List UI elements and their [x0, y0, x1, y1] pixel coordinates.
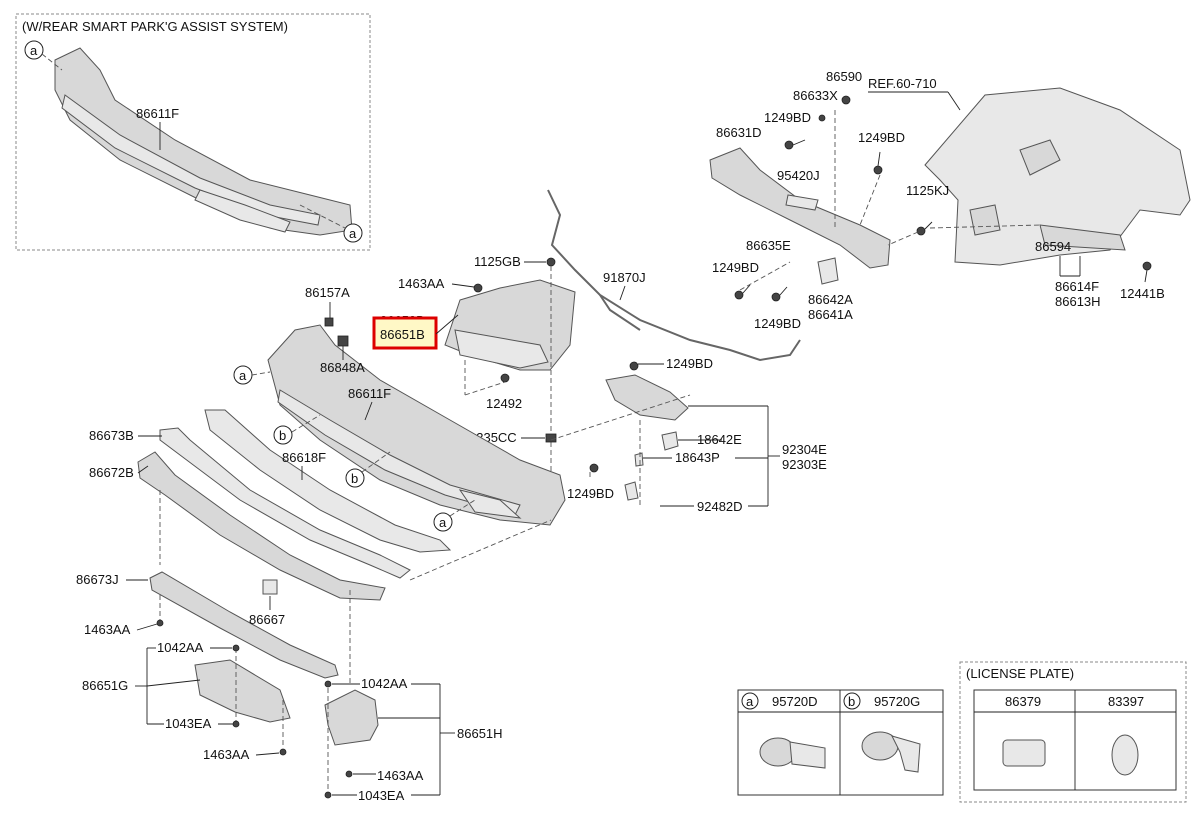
undercover-86651G-drawing — [194, 659, 291, 723]
part-86642A: 86642A — [808, 292, 853, 307]
part-1125GB: 1125GB — [474, 254, 521, 269]
sensor-col-b-part: 95720G — [874, 694, 920, 709]
part-86613H: 86613H — [1055, 294, 1101, 309]
part-86651G: 86651G — [82, 678, 128, 693]
inset-ref-a-bottom-label: a — [349, 226, 357, 241]
part-1463AA-d: 1463AA — [377, 768, 424, 783]
license-col-86379: 86379 — [1005, 694, 1041, 709]
ref-a-2-label: a — [439, 515, 447, 530]
part-86651H: 86651H — [457, 726, 503, 741]
part-1249BD-d: 1249BD — [754, 316, 801, 331]
inset-ref-a-top-label: a — [30, 43, 38, 58]
part-86614F: 86614F — [1055, 279, 1099, 294]
part-1125KJ: 1125KJ — [906, 183, 949, 198]
part-ref-60-710: REF.60-710 — [868, 76, 937, 91]
part-1042AA-b: 1042AA — [361, 676, 408, 691]
license-col-83397: 83397 — [1108, 694, 1144, 709]
part-86594: 86594 — [1035, 239, 1071, 254]
part-1043EA-a: 1043EA — [165, 716, 212, 731]
ref-b-2-label: b — [351, 471, 358, 486]
part-86673B: 86673B — [89, 428, 134, 443]
part-86631D: 86631D — [716, 125, 762, 140]
part-86157A: 86157A — [305, 285, 350, 300]
part-1042AA-a: 1042AA — [157, 640, 204, 655]
highlight-86651B — [372, 316, 438, 350]
strip-86673B-drawing — [159, 427, 411, 579]
sensor-a-drawing — [759, 737, 826, 769]
part-86848A: 86848A — [320, 360, 365, 375]
ref-b-2 — [345, 468, 365, 488]
part-1463AA-c: 1463AA — [203, 747, 250, 762]
bolt-12492 — [500, 373, 510, 383]
ref-a-1-label: a — [239, 368, 247, 383]
inset-bumper-drawing — [54, 47, 353, 236]
ref-a-2 — [433, 512, 453, 532]
part-12441B: 12441B — [1120, 286, 1165, 301]
skid-86673J-drawing — [149, 571, 339, 679]
quarter-panel-drawing — [924, 87, 1191, 266]
wiring-harness-drawing — [547, 189, 801, 362]
license-plate-table: 86379 83397 — [973, 689, 1177, 791]
ref-b-1 — [273, 425, 293, 445]
inset-title: (W/REAR SMART PARK'G ASSIST SYSTEM) — [22, 19, 288, 34]
part-1463AA-a: 1463AA — [398, 276, 445, 291]
reflector-lamp-drawing — [605, 374, 689, 501]
part-86590: 86590 — [826, 69, 862, 84]
part-1249BD-a: 1249BD — [764, 110, 811, 125]
inset-part-86611F: 86611F — [136, 106, 179, 121]
inset-box — [15, 13, 371, 251]
part-86672B: 86672B — [89, 465, 134, 480]
sensor-col-a-part: 95720D — [772, 694, 818, 709]
inset-ref-a-top — [24, 40, 44, 60]
corner-bracket-drawing — [444, 279, 576, 371]
part-91870J: 91870J — [603, 270, 646, 285]
sidecover-86651H-drawing — [324, 689, 379, 746]
part-86633X: 86633X — [793, 88, 838, 103]
sensor-table: a 95720D b 95720G — [737, 689, 944, 796]
clip-1335CC — [545, 433, 557, 443]
part-86651B: 86651B — [380, 327, 425, 342]
plug-86379-drawing — [1002, 739, 1046, 767]
bolts-upper-right — [734, 95, 1152, 302]
sensor-col-a-ref: a — [746, 694, 754, 709]
part-92304E: 92304E — [782, 442, 827, 457]
bolt-1249BD-f — [589, 463, 599, 473]
part-12492: 12492 — [486, 396, 522, 411]
main-bumper-drawing — [267, 324, 566, 526]
part-1249BD-b: 1249BD — [858, 130, 905, 145]
inset-ref-a-bottom — [343, 223, 363, 243]
license-plate-title: (LICENSE PLATE) — [966, 666, 1074, 681]
bolt-1125GB — [546, 257, 556, 267]
lower-86672B-drawing — [137, 451, 386, 601]
part-95420J: 95420J — [777, 168, 820, 183]
part-1249BD-f: 1249BD — [567, 486, 614, 501]
part-1463AA-b: 1463AA — [84, 622, 131, 637]
sensor-col-b-ref: b — [848, 694, 855, 709]
bolt-1249BD-e — [629, 361, 639, 371]
part-92482D: 92482D — [697, 499, 743, 514]
garnish-86618F-drawing — [204, 409, 452, 553]
part-1249BD-c: 1249BD — [712, 260, 759, 275]
part-92303E: 92303E — [782, 457, 827, 472]
sensor-b-drawing — [861, 731, 921, 773]
ref-b-1-label: b — [279, 428, 286, 443]
part-1043EA-b: 1043EA — [358, 788, 405, 803]
part-86618F: 86618F — [282, 450, 326, 465]
clip-1463AA — [473, 283, 483, 293]
part-86673J: 86673J — [76, 572, 119, 587]
license-plate-box — [959, 661, 1187, 803]
clip-86667 — [262, 579, 278, 595]
grommet-83397-drawing — [1111, 734, 1139, 776]
part-18642E: 18642E — [697, 432, 742, 447]
part-1249BD-e: 1249BD — [666, 356, 713, 371]
part-86635E: 86635E — [746, 238, 791, 253]
bracket-86631D-drawing — [709, 147, 891, 285]
part-86641A: 86641A — [808, 307, 853, 322]
part-18643P: 18643P — [675, 450, 720, 465]
part-86611F: 86611F — [348, 386, 391, 401]
part-86667: 86667 — [249, 612, 285, 627]
